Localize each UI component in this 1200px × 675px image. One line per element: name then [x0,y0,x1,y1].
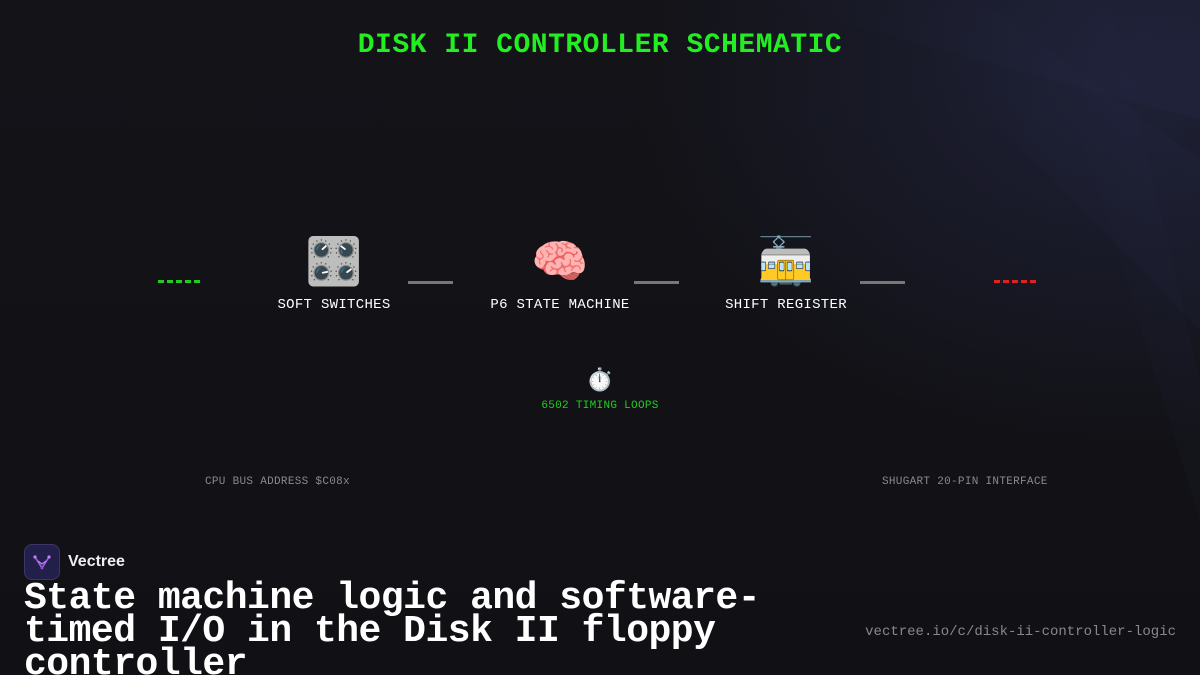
node-shift-register: 🚋 SHIFT REGISTER [686,232,886,313]
node-label: SHIFT REGISTER [725,297,847,313]
output-dashed-line [994,280,1036,283]
cpu-bus-label: CPU BUS ADDRESS $C08x [205,476,350,488]
connector-line [860,281,905,284]
node-label: SOFT SWITCHES [277,297,391,313]
node-soft-switches: 🎛️ SOFT SWITCHES [234,232,434,313]
shugart-interface-label: SHUGART 20-PIN INTERFACE [882,476,1048,488]
brand: Vectree [24,544,125,580]
course-url[interactable]: vectree.io/c/disk-ii-controller-logic [865,624,1176,640]
control-knobs-icon: 🎛️ [305,234,363,288]
timing-loops-label: 6502 TIMING LOOPS [541,400,659,412]
vectree-logo-icon [24,544,60,580]
stopwatch-icon: ⏱️ [586,368,614,393]
node-label: P6 STATE MACHINE [490,297,630,313]
node-state-machine: 🧠 P6 STATE MACHINE [460,232,660,313]
diagram-title: DISK II CONTROLLER SCHEMATIC [357,30,843,61]
brain-icon: 🧠 [531,234,589,288]
input-dashed-line [158,280,200,283]
timing-loops: ⏱️ 6502 TIMING LOOPS [500,366,700,412]
brand-name: Vectree [68,553,125,570]
connector-line [634,281,679,284]
connector-line [408,281,453,284]
tram-car-icon: 🚋 [757,234,815,288]
headline: State machine logic and software-timed I… [24,577,761,675]
